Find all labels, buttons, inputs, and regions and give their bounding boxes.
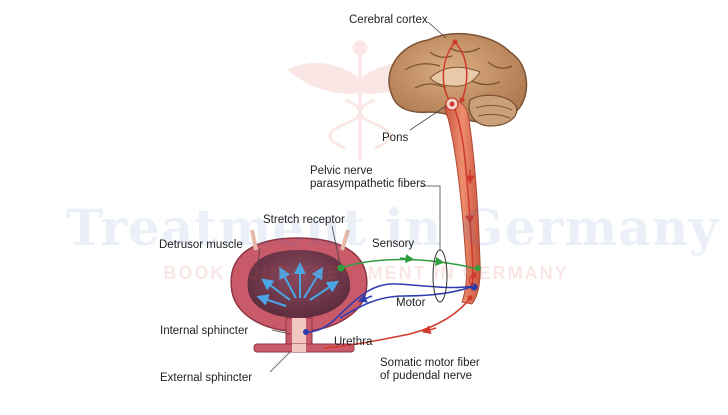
label-pelvic-nerve-line2: parasympathetic fibers xyxy=(310,178,426,190)
pons-nuclei xyxy=(445,39,465,111)
sensory-pathway xyxy=(340,256,479,271)
label-detrusor-muscle: Detrusor muscle xyxy=(159,239,243,251)
label-sensory: Sensory xyxy=(372,238,415,250)
watermark-subtitle: BOOK YOUR TREATMENT IN GERMANY xyxy=(163,263,569,283)
label-pons: Pons xyxy=(382,132,409,144)
label-stretch-receptor: Stretch receptor xyxy=(263,214,345,226)
motor-pathway xyxy=(305,283,475,333)
leader-lines xyxy=(257,21,447,373)
somatic-pathway xyxy=(323,295,473,349)
descending-tract xyxy=(442,41,475,291)
label-somatic-motor-fiber: Somatic motor fiber of pudendal nerve xyxy=(380,357,520,383)
label-external-sphincter: External sphincter xyxy=(160,372,253,384)
label-urethra: Urethra xyxy=(334,336,373,348)
label-pelvic-nerve-line1: Pelvic nerve xyxy=(310,165,373,177)
brain xyxy=(388,33,528,127)
label-motor: Motor xyxy=(396,297,426,309)
label-internal-sphincter: Internal sphincter xyxy=(160,325,249,337)
label-somatic-line2: of pudendal nerve xyxy=(380,370,473,382)
watermark-title: Treatment in Germany xyxy=(66,198,720,257)
label-somatic-line1: Somatic motor fiber xyxy=(380,357,480,369)
label-pelvic-nerve: Pelvic nerve parasympathetic fibers xyxy=(310,165,440,191)
bladder xyxy=(230,229,368,353)
label-cerebral-cortex: Cerebral cortex xyxy=(349,14,428,26)
